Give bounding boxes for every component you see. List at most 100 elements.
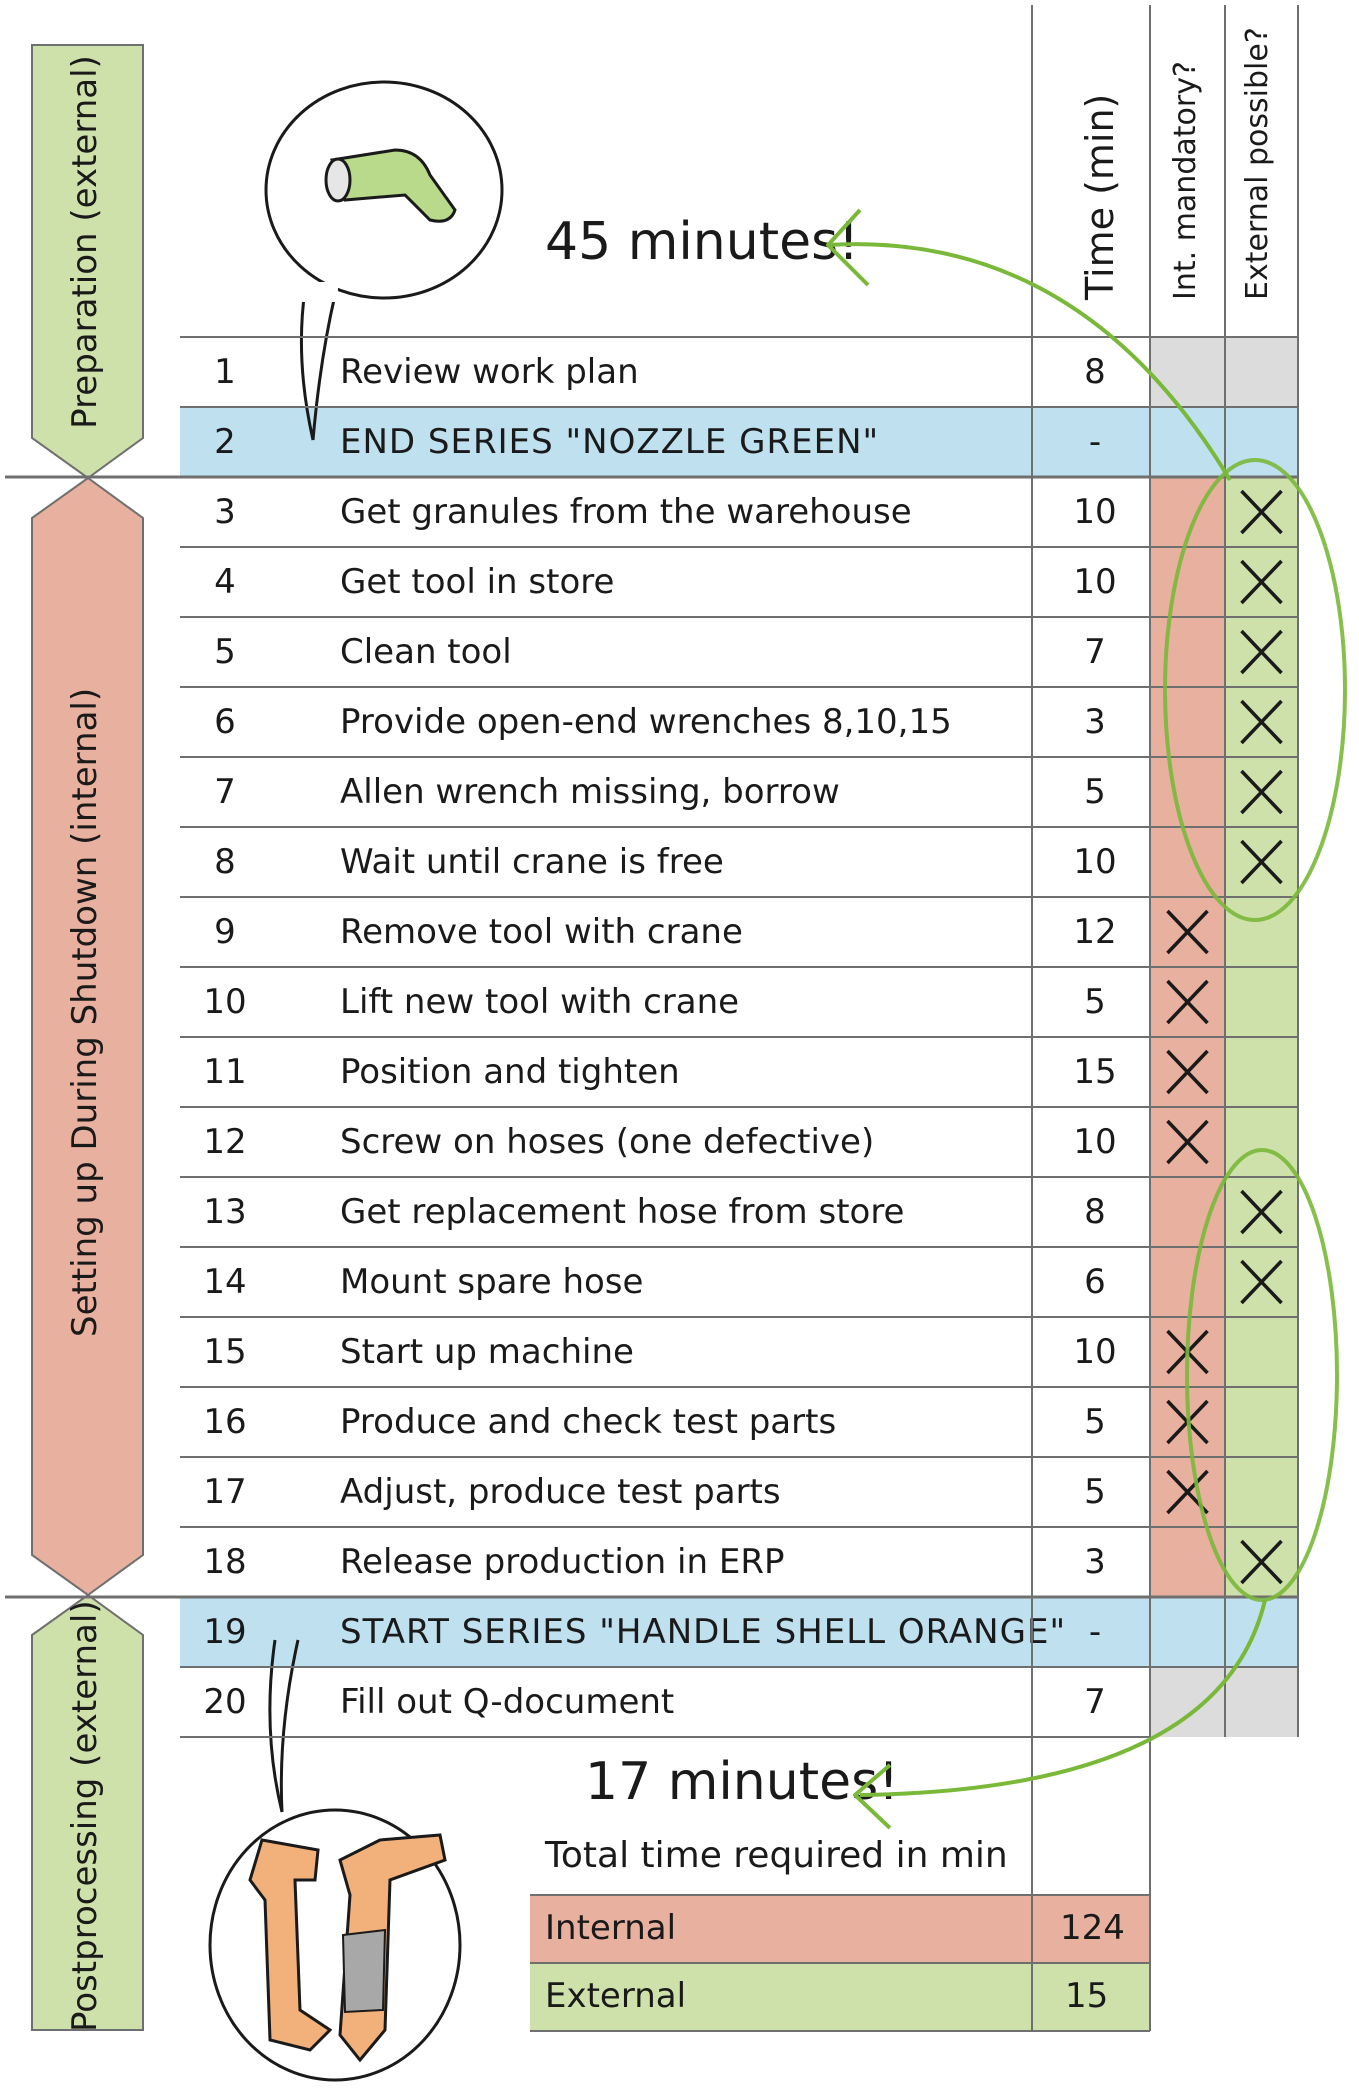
nozzle-bubble [264,80,504,441]
ext-cell-bg [1225,337,1298,407]
int-cell-bg [1150,1247,1225,1317]
check-x-mark [1166,979,1209,1025]
row-task: Fill out Q-document [340,1682,675,1722]
row-number: 11 [203,1052,247,1092]
row-time: 5 [1084,772,1106,812]
row-task: Produce and check test parts [340,1402,837,1442]
row-task: Review work plan [340,352,639,392]
series-row-bg [180,407,1298,477]
handle-shell-orange-icon [248,1838,333,2052]
row-task: Allen wrench missing, borrow [340,772,840,812]
row-number: 8 [214,842,236,882]
row-task: Position and tighten [340,1052,680,1092]
int-cell-bg [1150,1177,1225,1247]
ext-cell-bg [1225,1667,1298,1737]
row-number: 15 [203,1332,247,1372]
arrow-to-17-minutes [859,1599,1267,1797]
arrow-to-45-minutes [827,242,1232,482]
check-x-mark [1166,909,1209,955]
summary-external-value: 15 [1065,1976,1109,2016]
check-x-mark [1240,629,1283,675]
check-x-mark [1240,489,1283,535]
phase-bar-preparation [31,44,144,480]
highlight-ellipse-top [1163,458,1347,922]
row-time: 10 [1073,492,1117,532]
check-x-mark [1240,1259,1283,1305]
row-number: 4 [214,562,236,602]
ext-cell-bg [1225,1457,1298,1527]
row-time: 7 [1084,1682,1106,1722]
ext-cell-bg [1225,1317,1298,1387]
check-x-mark [1240,769,1283,815]
row-number: 14 [203,1262,247,1302]
row-time: 5 [1084,982,1106,1022]
check-x-mark [1240,1189,1283,1235]
row-time: 3 [1084,702,1106,742]
summary-internal-value: 124 [1060,1908,1125,1948]
check-x-mark [1166,1049,1209,1095]
check-x-mark [1240,1539,1283,1585]
ext-cell-bg [1225,967,1298,1037]
row-time: 10 [1073,1332,1117,1372]
int-cell-bg [1150,547,1225,617]
check-x-mark [1240,559,1283,605]
int-cell-bg [1150,687,1225,757]
summary-internal-label: Internal [545,1908,677,1948]
row-time: 5 [1084,1472,1106,1512]
row-task: Clean tool [340,632,512,672]
row-number: 16 [203,1402,247,1442]
row-task: Get tool in store [340,562,615,602]
row-time: 15 [1073,1052,1117,1092]
row-time: 6 [1084,1262,1106,1302]
row-task: Get replacement hose from store [340,1192,905,1232]
callout-45-minutes: 45 minutes! [545,212,860,272]
int-cell-bg [1150,1667,1225,1737]
row-time: 7 [1084,632,1106,672]
row-number: 9 [214,912,236,952]
row-task: Get granules from the warehouse [340,492,912,532]
check-x-mark [1240,839,1283,885]
row-time: 3 [1084,1542,1106,1582]
row-number: 5 [214,632,236,672]
row-time: 10 [1073,562,1117,602]
row-time: 10 [1073,842,1117,882]
row-time: 8 [1084,352,1106,392]
row-task: Lift new tool with crane [340,982,740,1022]
row-time: - [1088,1612,1102,1652]
row-task: Provide open-end wrenches 8,10,15 [340,702,952,742]
row-number: 18 [203,1542,247,1582]
highlight-ellipse-bottom [1185,1148,1339,1602]
callout-17-minutes: 17 minutes! [585,1752,900,1812]
nozzle-green-icon [330,148,457,223]
row-number: 2 [214,422,236,462]
row-task: Release production in ERP [340,1542,785,1582]
row-time: 5 [1084,1402,1106,1442]
summary-external-label: External [545,1976,687,2016]
row-time: - [1088,422,1102,462]
row-task: Mount spare hose [340,1262,644,1302]
row-task: Screw on hoses (one defective) [340,1122,875,1162]
row-number: 7 [214,772,236,812]
row-task: Start up machine [340,1332,634,1372]
row-time: 10 [1073,1122,1117,1162]
series-row-bg [180,1597,1298,1667]
row-number: 10 [203,982,247,1022]
check-x-mark [1166,1119,1209,1165]
row-number: 20 [203,1682,247,1722]
row-task: START SERIES "HANDLE SHELL ORANGE" [340,1612,1067,1652]
check-x-mark [1240,699,1283,745]
row-task: Wait until crane is free [340,842,724,882]
row-number: 13 [203,1192,247,1232]
row-number: 19 [203,1612,247,1652]
row-task: END SERIES "NOZZLE GREEN" [340,422,880,462]
phase-bar-postprocessing [31,1593,144,2031]
int-cell-bg [1150,617,1225,687]
row-task: Remove tool with crane [340,912,743,952]
int-cell-bg [1150,757,1225,827]
int-cell-bg [1150,337,1225,407]
